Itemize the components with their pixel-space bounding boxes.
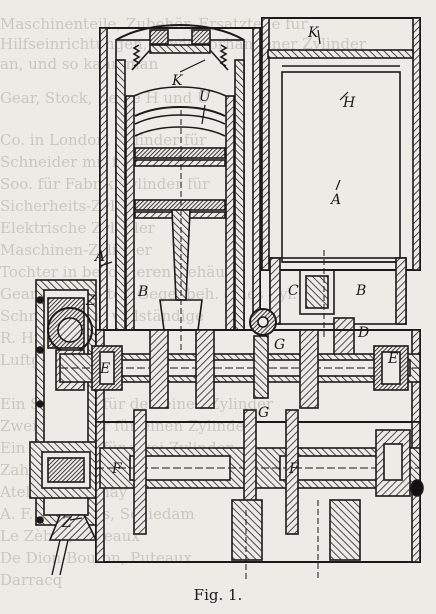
figure-caption: Fig. 1. — [193, 586, 243, 604]
label-a-left: A — [95, 249, 106, 265]
left-cylinder — [99, 24, 261, 360]
label-f-right: F — [289, 461, 299, 477]
label-a-right: A — [331, 192, 342, 208]
leader-lines — [69, 29, 349, 521]
label-e-right: E — [388, 351, 399, 367]
label-z-top: Z — [86, 293, 96, 309]
crankcase — [59, 308, 421, 423]
label-z-bottom: Z — [62, 515, 72, 531]
label-g-upper: G — [274, 337, 286, 353]
label-b-left: B — [138, 284, 149, 300]
label-c: C — [288, 283, 299, 299]
label-e-left: E — [100, 361, 111, 377]
label-u: U — [199, 89, 211, 105]
label-b-right: B — [356, 283, 367, 299]
label-f-left: F — [112, 461, 122, 477]
label-k-left: K — [172, 73, 183, 89]
label-k-right: K — [308, 25, 319, 41]
right-cylinder — [261, 17, 421, 359]
label-h: H — [343, 95, 356, 111]
label-d: D — [358, 325, 370, 341]
lower-shaft — [95, 409, 424, 580]
label-g-lower: G — [258, 405, 270, 421]
